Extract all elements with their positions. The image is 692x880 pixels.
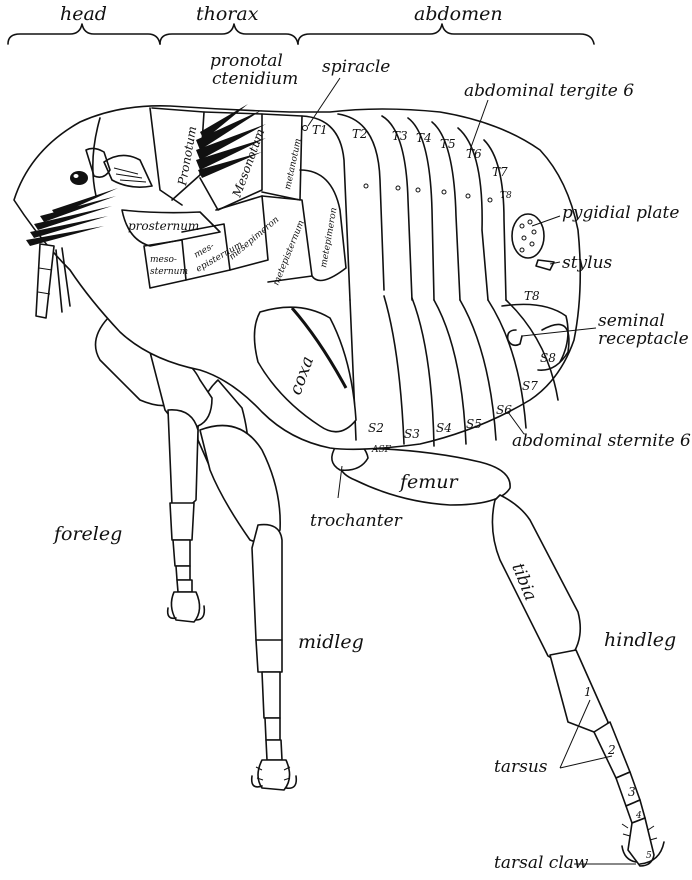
tarsal-segment-1 bbox=[550, 650, 608, 732]
tarsal-number: 4 bbox=[635, 811, 642, 821]
tergite-label: T8 bbox=[524, 289, 540, 303]
sternite-label: S8 bbox=[540, 351, 556, 365]
tarsal-number: 5 bbox=[646, 851, 652, 861]
mesosternum-label-2: sternum bbox=[150, 267, 188, 277]
stylus-label: stylus bbox=[562, 253, 613, 273]
midleg-tarsus-2 bbox=[262, 672, 280, 718]
midleg bbox=[198, 380, 296, 790]
tergite-label: T8 bbox=[500, 191, 512, 201]
tarsus-label: tarsus bbox=[494, 757, 548, 777]
tarsal-number: 3 bbox=[628, 785, 636, 799]
midleg-tarsus-1 bbox=[256, 640, 282, 672]
maxillary-palp bbox=[36, 244, 54, 318]
foreleg-label: foreleg bbox=[52, 523, 122, 545]
hindleg bbox=[332, 440, 664, 866]
sternite-label: S5 bbox=[466, 417, 482, 431]
foreleg-femur bbox=[168, 410, 198, 508]
femur-label: femur bbox=[398, 471, 460, 493]
thorax-region-label: thorax bbox=[196, 3, 259, 25]
tarsal-number: 2 bbox=[607, 743, 616, 757]
tarsal-number: 1 bbox=[584, 685, 592, 699]
tibia bbox=[492, 495, 580, 659]
sternite-label: S2 bbox=[368, 421, 384, 435]
thorax-brace bbox=[160, 24, 298, 44]
abdomen-brace bbox=[298, 24, 594, 44]
sternite-label: S3 bbox=[404, 427, 420, 441]
tarsal-claw-label: tarsal claw bbox=[494, 853, 589, 873]
midleg-tarsus-3 bbox=[265, 718, 280, 740]
foreleg-tarsus-3 bbox=[177, 580, 192, 592]
sternite-label: S6 bbox=[496, 403, 512, 417]
abdominal-sternite-label: abdominal sternite 6 bbox=[512, 431, 691, 451]
tergite-label: T2 bbox=[352, 127, 368, 141]
region-braces bbox=[8, 24, 594, 44]
sensilium-label: ASF bbox=[371, 445, 392, 455]
seminal-receptacle-label-1: seminal bbox=[598, 311, 665, 331]
midleg-tibia bbox=[252, 525, 282, 644]
midleg-tarsus-5 bbox=[258, 760, 290, 790]
midleg-label: midleg bbox=[298, 631, 364, 653]
abdominal-tergite-label: abdominal tergite 6 bbox=[464, 81, 634, 101]
mesosternum-label-1: meso- bbox=[150, 255, 177, 265]
foreleg-tarsus-1 bbox=[173, 540, 190, 566]
tergite-label: T7 bbox=[492, 165, 508, 179]
prosternum-label: prosternum bbox=[128, 219, 199, 233]
tergite-label: T3 bbox=[392, 129, 408, 143]
tergite-label: T4 bbox=[416, 131, 432, 145]
pygidial-plate-label: pygidial plate bbox=[562, 203, 679, 223]
sternite-label: S4 bbox=[436, 421, 452, 435]
tergite-label: T1 bbox=[312, 123, 328, 137]
head-region-label: head bbox=[60, 3, 107, 25]
pronotal-ctenidium-label-1: pronotal bbox=[210, 51, 283, 71]
midleg-tarsus-4 bbox=[266, 740, 282, 760]
hindleg-label: hindleg bbox=[604, 629, 676, 651]
seminal-receptacle-label-2: receptacle bbox=[598, 329, 689, 349]
tergite-label: T6 bbox=[466, 147, 482, 161]
foreleg-tibia bbox=[170, 503, 194, 540]
trochanter-label: trochanter bbox=[310, 511, 403, 531]
head-brace bbox=[8, 24, 160, 44]
eye bbox=[70, 171, 88, 185]
abdomen-region-label: abdomen bbox=[414, 3, 503, 25]
spiracle-label: spiracle bbox=[322, 57, 390, 77]
sternite-label: S7 bbox=[522, 379, 538, 393]
tergite-label: T5 bbox=[440, 137, 456, 151]
pronotal-ctenidium-label-2: ctenidium bbox=[212, 69, 298, 89]
foreleg-tarsus-2 bbox=[176, 566, 190, 580]
